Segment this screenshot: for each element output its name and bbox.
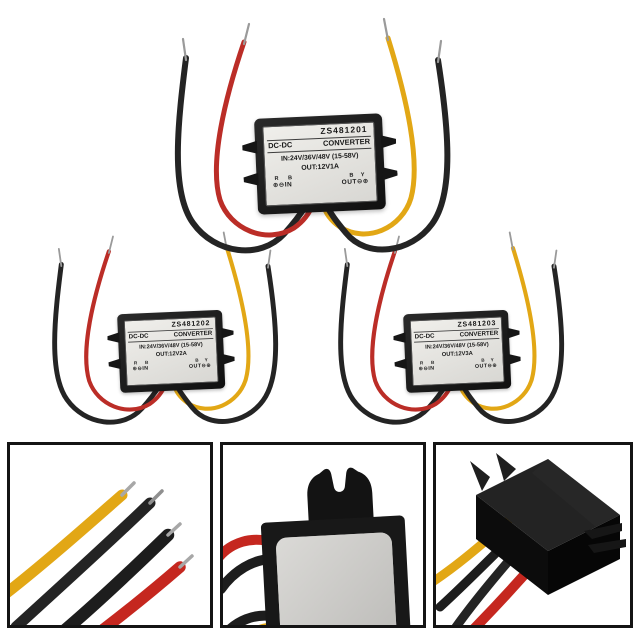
brand-right: CONVERTER xyxy=(459,328,499,338)
mounting-fork-icon xyxy=(584,523,622,539)
module-label: ZS481202 DC-DC CONVERTER IN:24V/36V/48V … xyxy=(123,316,219,387)
yellow-wire xyxy=(10,489,128,598)
bracket-art xyxy=(223,467,412,625)
converter-module: ZS481202 DC-DC CONVERTER IN:24V/36V/48V … xyxy=(117,309,225,393)
converter-unit-1: ZS481201 DC-DC CONVERTER IN:24V/36V/48V … xyxy=(160,16,480,266)
terminal-markings: R B ⊕⊖IN B Y OUT⊖⊕ xyxy=(415,358,501,373)
detail-photo-wire-tips xyxy=(7,442,213,628)
mounting-fork-icon xyxy=(496,453,516,481)
module-label: ZS481203 DC-DC CONVERTER IN:24V/36V/48V … xyxy=(409,316,505,387)
rear-view-art xyxy=(436,453,626,625)
output-polarity: OUT⊖⊕ xyxy=(188,362,212,370)
input-polarity: ⊕⊖IN xyxy=(272,181,293,189)
black-wire xyxy=(61,528,175,625)
brand-left: DC-DC xyxy=(267,139,293,151)
input-polarity: ⊕⊖IN xyxy=(132,365,149,372)
wire-tip xyxy=(148,489,164,505)
terminal-markings: R B ⊕⊖IN B Y OUT⊖⊕ xyxy=(129,358,215,373)
detail-photo-mounting-bracket xyxy=(220,442,426,628)
mounting-fork-icon xyxy=(307,467,374,527)
wire-tips-art xyxy=(10,481,194,625)
wire-tip xyxy=(166,522,182,537)
mounting-fork-icon xyxy=(470,461,490,491)
brand-left: DC-DC xyxy=(128,331,149,340)
converter-module: ZS481201 DC-DC CONVERTER IN:24V/36V/48V … xyxy=(254,113,386,215)
brand-left: DC-DC xyxy=(414,331,435,340)
red-wire xyxy=(99,561,186,625)
brand-right: CONVERTER xyxy=(322,136,371,148)
module-label: ZS481201 DC-DC CONVERTER IN:24V/36V/48V … xyxy=(262,121,378,207)
terminal-markings: R B ⊕⊖IN B Y OUT⊖⊕ xyxy=(269,172,373,190)
case-left-face xyxy=(476,495,548,595)
case-top-face xyxy=(476,459,620,551)
detail-photo-rear-angled xyxy=(433,442,633,628)
output-polarity: OUT⊖⊕ xyxy=(474,362,498,370)
wire-tip xyxy=(178,554,194,569)
converter-module: ZS481203 DC-DC CONVERTER IN:24V/36V/48V … xyxy=(403,309,511,393)
wire-tip xyxy=(120,481,136,497)
case-sheen xyxy=(532,459,620,527)
output-polarity: OUT⊖⊕ xyxy=(341,177,369,186)
label-panel-shading xyxy=(276,532,398,625)
black-wire xyxy=(10,497,156,625)
mounting-fork-icon xyxy=(588,539,626,553)
input-polarity: ⊕⊖IN xyxy=(418,365,435,372)
brand-right: CONVERTER xyxy=(173,328,213,338)
